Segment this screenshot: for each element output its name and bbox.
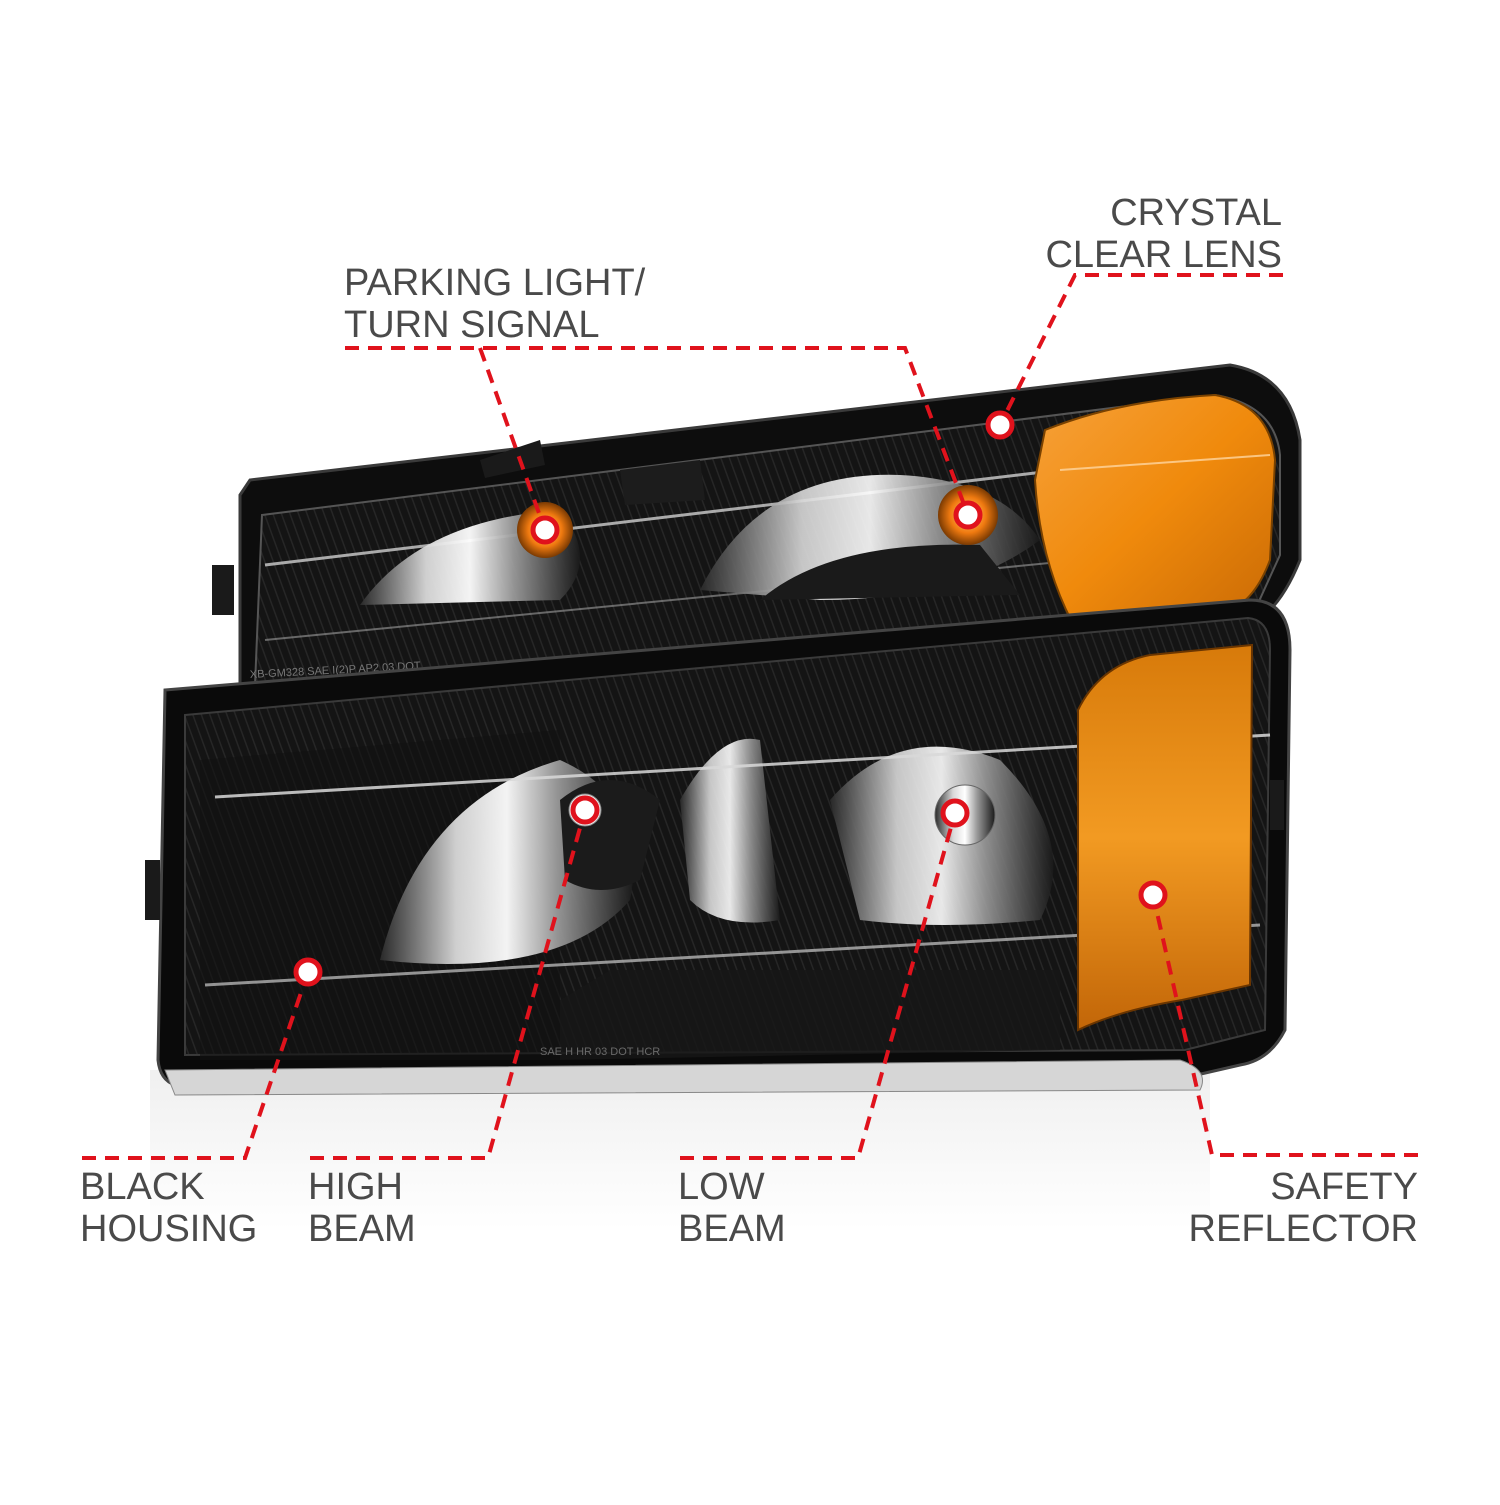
floor-reflection bbox=[150, 1070, 1210, 1230]
dot-high-beam bbox=[570, 795, 600, 825]
label-crystal-line1: CRYSTAL bbox=[1110, 192, 1282, 234]
label-low-beam: LOW BEAM bbox=[678, 1166, 786, 1250]
leader-crystal-clear-lens bbox=[998, 273, 1283, 426]
dot-low-beam bbox=[940, 798, 970, 828]
label-crystal-clear-lens: CRYSTAL CLEAR LENS bbox=[1045, 192, 1282, 276]
label-black-housing: BLACK HOUSING bbox=[80, 1166, 257, 1250]
label-low-line1: LOW bbox=[678, 1166, 765, 1208]
label-crystal-line2: CLEAR LENS bbox=[1045, 234, 1282, 276]
upper-lamp: XB-GM328 SAE I(2)P AP2 03 DOT bbox=[238, 363, 1302, 697]
dot-parking-light-left bbox=[530, 515, 560, 545]
label-parking-light: PARKING LIGHT/ TURN SIGNAL bbox=[344, 262, 645, 346]
dot-crystal-clear-lens bbox=[985, 410, 1015, 440]
callout-dots bbox=[293, 410, 1168, 987]
leader-high-beam bbox=[310, 809, 587, 1160]
label-black-line2: HOUSING bbox=[80, 1208, 258, 1250]
label-parking-line1: PARKING LIGHT/ bbox=[344, 262, 646, 304]
lower-lens-marking: SAE H HR 03 DOT HCR bbox=[540, 1046, 660, 1058]
dot-parking-light-right bbox=[953, 500, 983, 530]
label-safety-reflector: SAFETY REFLECTOR bbox=[1189, 1166, 1418, 1250]
label-high-line1: HIGH bbox=[308, 1166, 403, 1208]
leader-low-beam bbox=[680, 812, 957, 1160]
leader-parking-light bbox=[345, 346, 970, 516]
dot-black-housing bbox=[293, 957, 323, 987]
label-black-line1: BLACK bbox=[80, 1166, 205, 1208]
dot-safety-reflector bbox=[1138, 880, 1168, 910]
label-high-line2: BEAM bbox=[308, 1208, 416, 1250]
label-safety-line2: REFLECTOR bbox=[1188, 1208, 1418, 1250]
label-high-beam: HIGH BEAM bbox=[308, 1166, 416, 1250]
leader-black-housing bbox=[82, 971, 310, 1160]
callout-leaders bbox=[82, 273, 1418, 1160]
label-safety-line1: SAFETY bbox=[1270, 1166, 1418, 1208]
side-amber-reflector bbox=[1077, 643, 1254, 1032]
label-parking-line2: TURN SIGNAL bbox=[344, 304, 600, 346]
corner-amber-lens bbox=[1033, 393, 1277, 624]
label-low-line2: BEAM bbox=[678, 1208, 786, 1250]
lower-lamp: SAE H HR 03 DOT HCR bbox=[145, 565, 1292, 1096]
